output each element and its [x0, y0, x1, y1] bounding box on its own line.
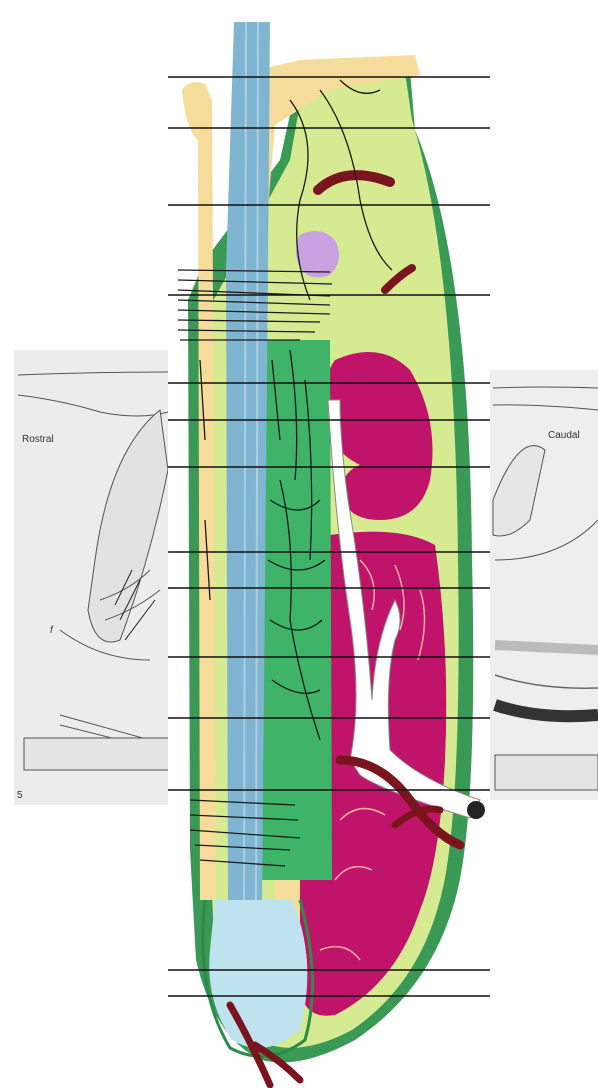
- inner-green-column: [258, 340, 332, 880]
- lavender-nodule: [296, 231, 339, 277]
- rostral-sketch-icon: [18, 372, 170, 770]
- terminal-bulb: [209, 900, 307, 1048]
- caudal-sketch-icon: [493, 387, 598, 790]
